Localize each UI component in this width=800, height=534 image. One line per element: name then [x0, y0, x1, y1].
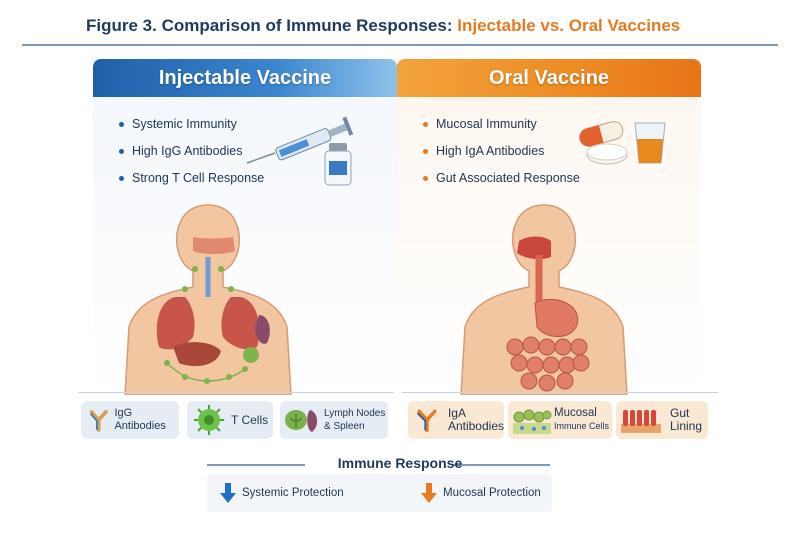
injectable-header: Injectable Vaccine [93, 59, 397, 97]
igg-antibody-icon [89, 410, 108, 432]
injectable-panel: Injectable Vaccine Systemic Immunity Hig… [93, 59, 397, 396]
mucosal-protection-label: Mucosal Protection [443, 487, 541, 499]
t-cell-icon [194, 405, 224, 435]
iga-antibody-icon [416, 409, 437, 433]
systemic-body-illustration [124, 204, 292, 395]
systemic-protection-item: Systemic Protection [220, 483, 344, 503]
oral-panel: Oral Vaccine Mucosal Immunity High IgA A… [397, 59, 701, 396]
immune-response-box [207, 474, 552, 512]
bullet-dot-icon [119, 122, 124, 128]
mucosal-immune-cells-icon [513, 409, 552, 434]
mucosal-protection-item: Mucosal Protection [421, 483, 541, 503]
immune-response-rule-right [452, 464, 550, 466]
legend-label: IgG Antibodies [114, 407, 166, 432]
oral-bullets: Mucosal Immunity High IgA Antibodies Gut… [423, 115, 580, 196]
bullet-dot-icon [423, 122, 428, 128]
bullet-dot-icon [119, 149, 124, 155]
bullet-item: Mucosal Immunity [423, 115, 580, 142]
legend-chip-lymph: Lymph Nodes& Spleen [280, 401, 388, 439]
immune-response-rule-left [207, 464, 305, 466]
bullet-dot-icon [423, 176, 428, 182]
legend-label: T Cells [231, 412, 269, 427]
lymph-node-spleen-icon [285, 410, 318, 432]
bullet-dot-icon [423, 149, 428, 155]
bullet-dot-icon [119, 176, 124, 182]
figure-title: Figure 3. Comparison of Immune Responses… [86, 16, 680, 36]
gut-lining-icon [621, 410, 661, 433]
legend-chip-tcells: T Cells [187, 401, 273, 439]
title-rule [22, 44, 778, 46]
arrow-down-blue-icon [220, 483, 236, 503]
injectable-legend: IgG Antibodies T Cells Lymph Nodes& Sple… [78, 392, 394, 443]
figure-title-prefix: Figure 3. Comparison of Immune Responses… [86, 16, 458, 35]
bullet-item: High IgA Antibodies [423, 142, 580, 169]
arrow-down-orange-icon [421, 483, 437, 503]
immune-response-title: Immune Response [337, 455, 463, 471]
injectable-bullets: Systemic Immunity High IgG Antibodies St… [119, 115, 264, 196]
gut-body-illustration [460, 204, 628, 395]
syringe-vial-icon [246, 116, 354, 186]
oral-header: Oral Vaccine [397, 59, 701, 97]
systemic-protection-label: Systemic Protection [242, 487, 344, 499]
figure-title-accent: Injectable vs. Oral Vaccines [457, 16, 681, 35]
legend-label: Lymph Nodes& Spleen [324, 408, 386, 432]
bullet-item: High IgG Antibodies [119, 142, 264, 169]
bullet-item: Systemic Immunity [119, 115, 264, 142]
bullet-item: Strong T Cell Response [119, 169, 264, 196]
pills-cup-icon [579, 121, 666, 165]
bullet-item: Gut Associated Response [423, 169, 580, 196]
legend-chip-igg: IgG Antibodies [81, 401, 179, 439]
